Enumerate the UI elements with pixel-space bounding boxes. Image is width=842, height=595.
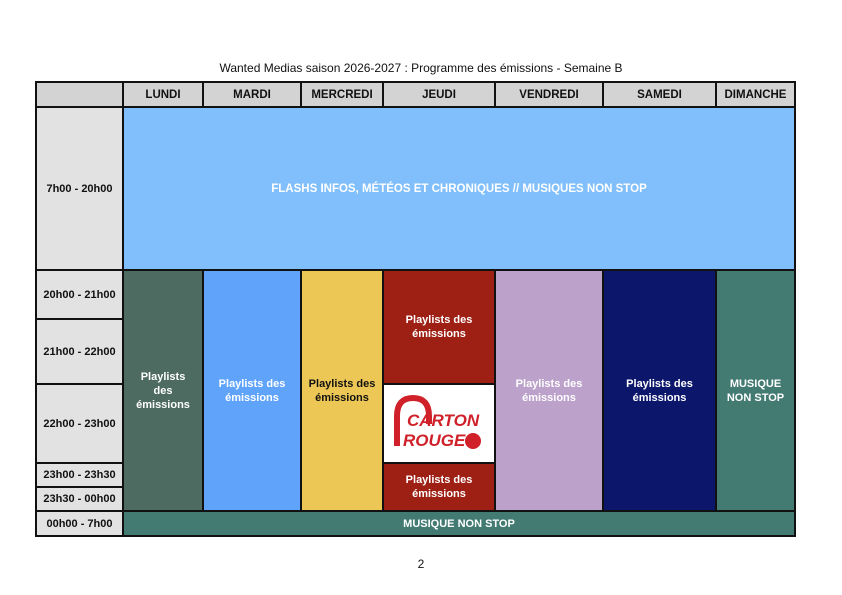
- program-jeudi-bottom: Playlists des émissions: [382, 462, 496, 512]
- day-header-jeudi: JEUDI: [382, 81, 496, 108]
- program-samedi: Playlists des émissions: [602, 269, 717, 512]
- program-jeudi-top: Playlists des émissions: [382, 269, 496, 385]
- program-mercredi: Playlists des émissions: [300, 269, 384, 512]
- time-slot-23h-23h30: 23h00 - 23h30: [35, 462, 124, 488]
- day-header-dimanche: DIMANCHE: [715, 81, 796, 108]
- page-title: Wanted Medias saison 2026-2027 : Program…: [219, 61, 623, 75]
- page-number: 2: [417, 557, 425, 571]
- day-header-mercredi: MERCREDI: [300, 81, 384, 108]
- carton-rouge-logo: CARTON ROUGE: [394, 394, 481, 450]
- logo-text-carton: CARTON: [407, 411, 480, 430]
- carton-rouge-logo-cell: CARTON ROUGE: [382, 383, 496, 464]
- day-header-lundi: LUNDI: [122, 81, 204, 108]
- day-header-vendredi: VENDREDI: [494, 81, 604, 108]
- program-lundi: Playlists des émissions: [122, 269, 204, 512]
- time-slot-00h-7h: 00h00 - 7h00: [35, 510, 124, 537]
- logo-text-rouge: ROUGE: [403, 431, 466, 450]
- daytime-program-block: FLASHS INFOS, MÉTÉOS ET CHRONIQUES // MU…: [122, 106, 796, 271]
- time-slot-22h-23h: 22h00 - 23h00: [35, 383, 124, 464]
- corner-cell: [35, 81, 124, 108]
- night-program-block: MUSIQUE NON STOP: [122, 510, 796, 537]
- day-header-mardi: MARDI: [202, 81, 302, 108]
- time-slot-21h-22h: 21h00 - 22h00: [35, 318, 124, 385]
- day-header-samedi: SAMEDI: [602, 81, 717, 108]
- logo-arch: [394, 394, 432, 446]
- logo-ball: [465, 432, 481, 449]
- program-mardi: Playlists des émissions: [202, 269, 302, 512]
- time-slot-23h30-00h: 23h30 - 00h00: [35, 486, 124, 512]
- program-dimanche: MUSIQUE NON STOP: [715, 269, 796, 512]
- program-vendredi: Playlists des émissions: [494, 269, 604, 512]
- time-slot-7h-20h: 7h00 - 20h00: [35, 106, 124, 271]
- time-slot-20h-21h: 20h00 - 21h00: [35, 269, 124, 320]
